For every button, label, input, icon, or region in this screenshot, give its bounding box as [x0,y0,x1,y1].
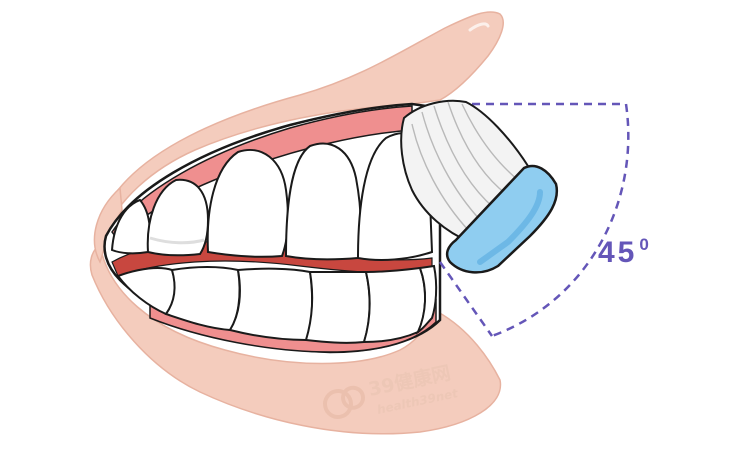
bristle-lines [411,101,519,233]
lower-lip [89,243,502,435]
lower-incisor-2 [362,266,427,344]
upper-canine [206,149,290,258]
upper-tooth-shade [149,236,205,245]
lips [89,11,504,435]
angle-degree-superscript: 0 [639,235,651,254]
brush-head-shade [477,189,543,265]
upper-lip [104,11,504,231]
angle-guide [438,102,630,338]
angle-arc [491,103,630,338]
lower-canine [228,267,314,342]
lower-teeth [116,264,438,344]
lower-incisor-3 [415,264,438,335]
toothbrush [400,99,559,274]
lower-incisor-1 [304,271,371,344]
watermark-logo-icon [323,385,366,419]
lip-highlight [468,22,490,32]
angle-value: 45 [598,236,637,269]
brush-axis-line [438,261,494,337]
upper-incisor-lateral [284,142,362,261]
brush-head [445,164,559,274]
upper-premolar-1 [146,178,210,257]
